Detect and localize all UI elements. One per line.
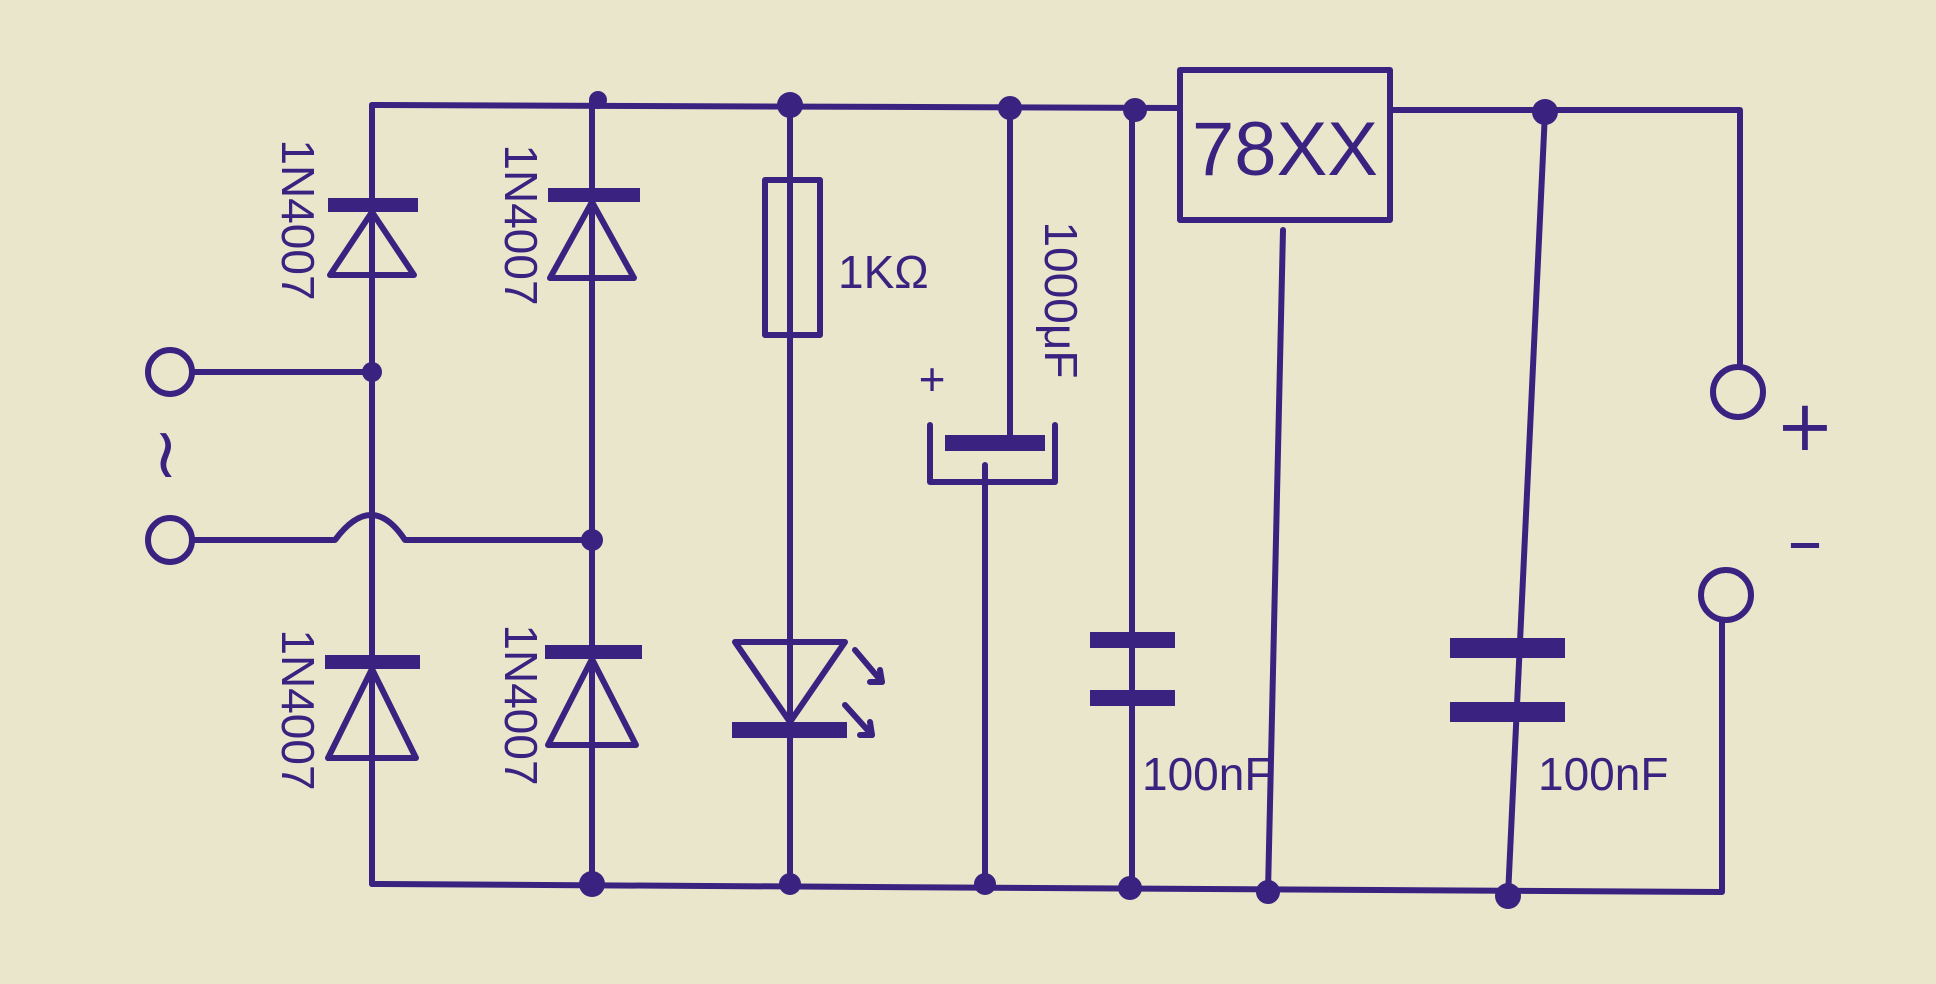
ceramic-capacitor-2: 100nF — [1450, 638, 1668, 800]
diode-label: 1N4007 — [272, 139, 324, 300]
electrolytic-positive-plate — [945, 435, 1045, 451]
light-arrow — [852, 647, 885, 685]
junction-dot — [1532, 99, 1558, 125]
ac-line-bottom — [192, 512, 595, 543]
cap2-branch — [1505, 109, 1548, 899]
bottom-rail — [369, 617, 1725, 895]
diode-body — [545, 656, 639, 748]
top-rail-output — [1387, 107, 1743, 368]
diode-top-left: 1N4007 — [272, 139, 418, 301]
diode-label: 1N4007 — [272, 629, 324, 790]
junction-dot — [779, 873, 801, 895]
ac-input: ~ — [123, 347, 205, 565]
light-arrow — [857, 719, 875, 738]
cap-plate-top — [1090, 632, 1175, 648]
diode-bottom-right: 1N4007 — [495, 624, 642, 786]
junction-dot — [362, 362, 382, 382]
regulator-ground — [1265, 227, 1286, 895]
wiring — [192, 97, 1743, 899]
junction-dot — [777, 92, 803, 118]
diode-cathode-bar — [545, 645, 642, 659]
diode-cathode-bar — [325, 655, 420, 669]
resistor-label: 1KΩ — [838, 246, 929, 298]
regulator-label: 78XX — [1192, 107, 1378, 192]
led-light-arrows — [842, 647, 885, 738]
junction-dot — [581, 529, 603, 551]
diode-body — [547, 199, 637, 281]
led-cathode-bar — [732, 722, 847, 738]
cap-plate-bottom — [1090, 690, 1175, 706]
output-terminals: + – — [1698, 364, 1835, 623]
light-arrow — [842, 702, 875, 738]
diode-cathode-bar — [328, 198, 418, 212]
cap-label: 100nF — [1538, 748, 1668, 800]
cap-label: 100nF — [1142, 748, 1272, 800]
junction-dot — [998, 96, 1022, 120]
diode-label: 1N4007 — [495, 144, 547, 305]
junction-dot — [1256, 880, 1280, 904]
output-minus-sign: – — [1788, 500, 1823, 582]
electrolytic-polarity: + — [919, 353, 946, 405]
diode-cathode-bar — [548, 188, 640, 202]
voltage-regulator: 78XX — [1177, 67, 1393, 223]
diode-body — [327, 209, 417, 278]
junction-dot — [1495, 883, 1521, 909]
junction-dot — [974, 873, 996, 895]
light-arrow — [867, 667, 885, 685]
cap-plate-top — [1450, 638, 1565, 658]
junction-dot — [579, 871, 605, 897]
output-terminal-negative — [1698, 567, 1754, 623]
ac-terminal-bottom — [145, 515, 195, 565]
led — [732, 639, 885, 738]
resistor: 1KΩ — [762, 177, 929, 338]
diode-bottom-left: 1N4007 — [272, 629, 420, 791]
led-body — [732, 639, 848, 725]
junctions — [362, 91, 1558, 909]
ceramic-capacitor-1: 100nF — [1090, 632, 1272, 800]
top-rail — [369, 102, 1183, 111]
junction-dot — [1123, 98, 1147, 122]
diode-body — [325, 666, 419, 761]
junction-dot — [1118, 876, 1142, 900]
diode-top-right: 1N4007 — [495, 144, 640, 306]
regulator-body — [1177, 67, 1393, 223]
cap-plate-bottom — [1450, 702, 1565, 722]
electrolytic-negative-plate — [927, 422, 1058, 485]
output-plus-sign: + — [1776, 385, 1835, 467]
diode-label: 1N4007 — [495, 624, 547, 785]
ac-terminal-top — [145, 347, 195, 397]
electrolytic-label: 1000μF — [1035, 222, 1087, 379]
output-terminal-positive — [1710, 364, 1766, 420]
junction-dot — [589, 91, 607, 109]
ac-symbol: ~ — [123, 426, 205, 485]
resistor-body — [762, 177, 823, 338]
electrolytic-capacitor: + 1000μF — [919, 222, 1087, 485]
